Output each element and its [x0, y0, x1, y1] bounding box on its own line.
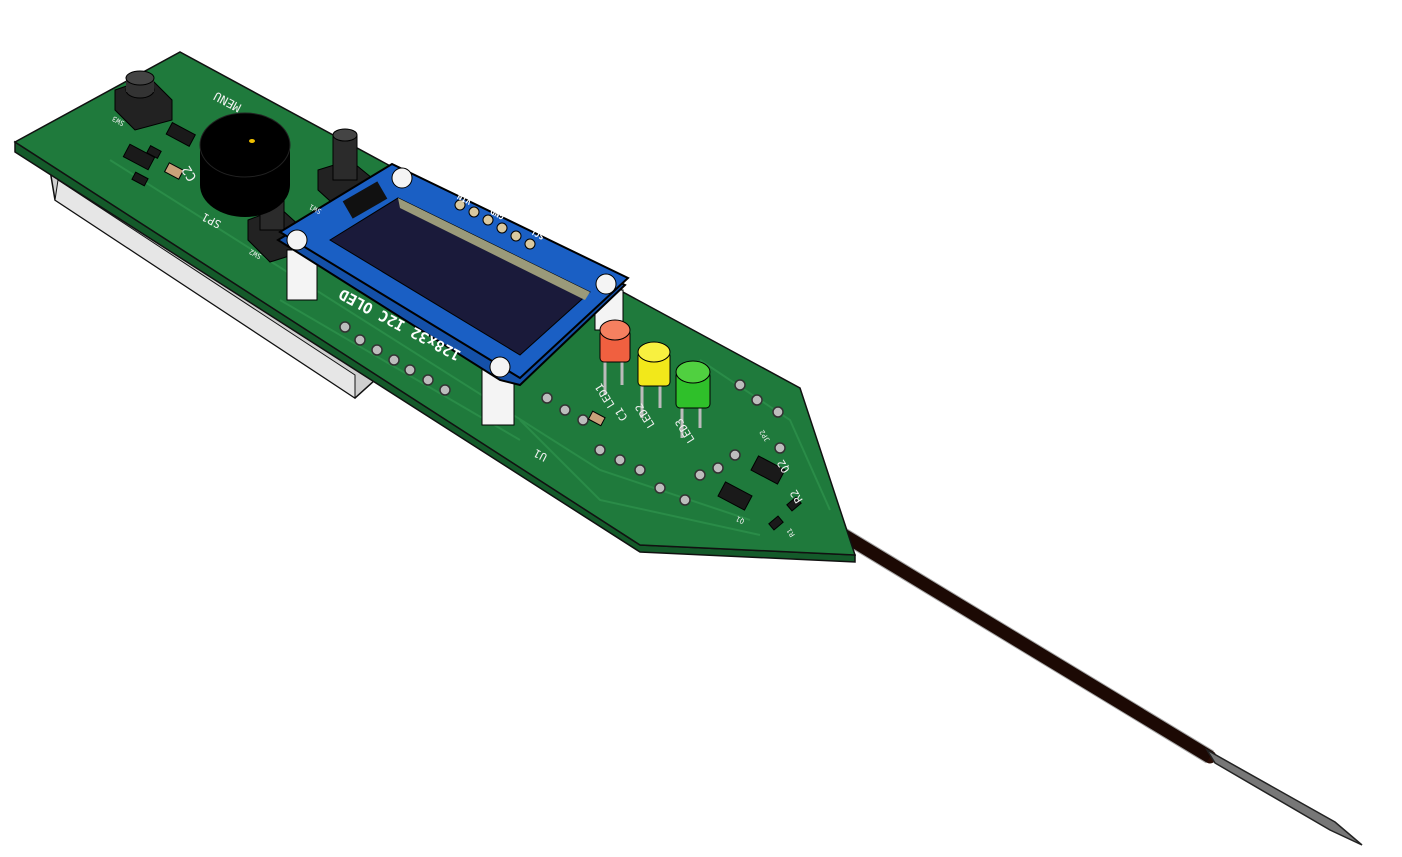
switch-sw3[interactable] — [114, 70, 173, 131]
led-green — [675, 360, 711, 438]
label-r2: R2 — [787, 487, 805, 505]
probe-tip — [1204, 747, 1363, 846]
led-yellow — [637, 341, 671, 418]
traces — [109, 159, 831, 536]
smd-components — [122, 121, 802, 531]
label-u1: U1 — [532, 446, 550, 464]
label-q1: Q1 — [735, 514, 746, 525]
label-q2: Q2 — [774, 457, 792, 475]
probe-outline — [818, 515, 1214, 764]
label-r1: R1 — [785, 527, 796, 538]
led-red — [599, 319, 631, 395]
oled-module: 128x32 I2C OLED VIN GND SCL — [276, 162, 630, 387]
buzzer-sp1 — [199, 112, 291, 217]
label-c2: C2 — [179, 163, 200, 184]
through-holes — [339, 321, 786, 506]
label-c1: C1 — [612, 405, 630, 423]
battery-holder-side — [54, 179, 356, 399]
